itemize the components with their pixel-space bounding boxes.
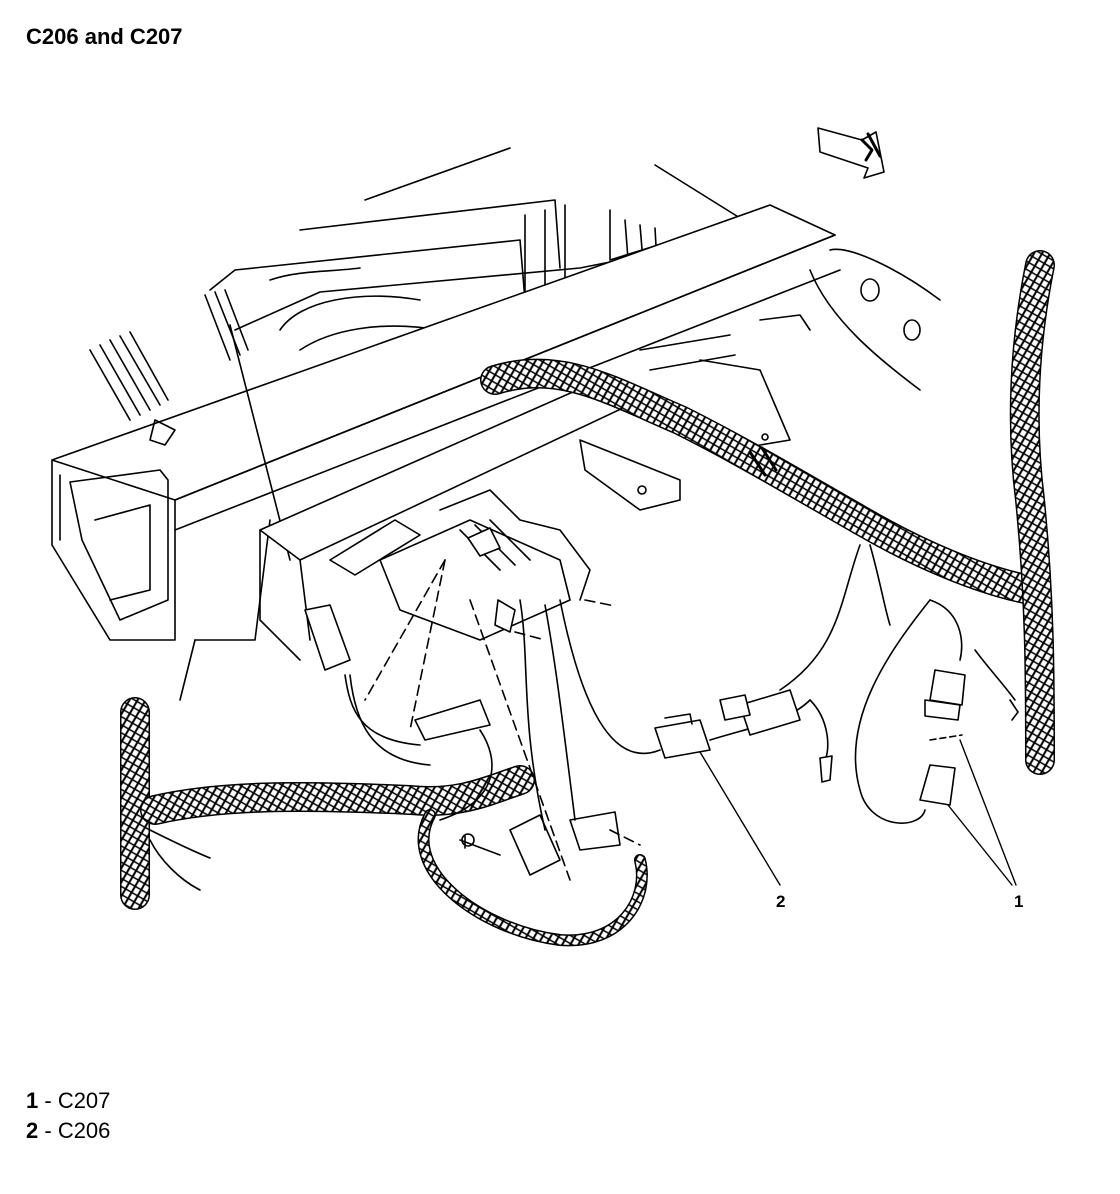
diagram-title: C206 and C207: [26, 24, 183, 49]
alignment-guides: [364, 559, 641, 881]
callout-2-label: 2: [776, 892, 785, 911]
mounting-bracket: [259, 334, 791, 661]
wiring-illustration: 2 1: [51, 127, 1055, 947]
callout-1-label: 1: [1014, 892, 1023, 911]
lower-left-harness: [140, 765, 648, 947]
legend: 1 - C207 2 - C206: [26, 1086, 110, 1146]
callout-leaders: [699, 739, 1017, 886]
legend-item-name: C207: [57, 1088, 111, 1113]
main-wire-harness: [480, 358, 1045, 605]
legend-item-number: 2: [26, 1118, 39, 1143]
right-vertical-harness: [1009, 250, 1055, 775]
legend-item-2: 2 - C206: [26, 1116, 110, 1146]
legend-item-number: 1: [26, 1088, 39, 1113]
legend-item-1: 1 - C207: [26, 1086, 110, 1116]
legend-item-name: C206: [57, 1118, 111, 1143]
connector-c206: [654, 689, 833, 783]
legend-separator: -: [38, 1088, 58, 1113]
connector-wires: [344, 544, 1016, 831]
legend-separator: -: [38, 1118, 58, 1143]
crossmember-beam: [51, 204, 941, 701]
connector-cluster: [304, 489, 621, 876]
vehicle-body-structure: [89, 147, 771, 421]
connector-c207: [919, 669, 1019, 806]
direction-arrow-icon: [817, 127, 885, 179]
